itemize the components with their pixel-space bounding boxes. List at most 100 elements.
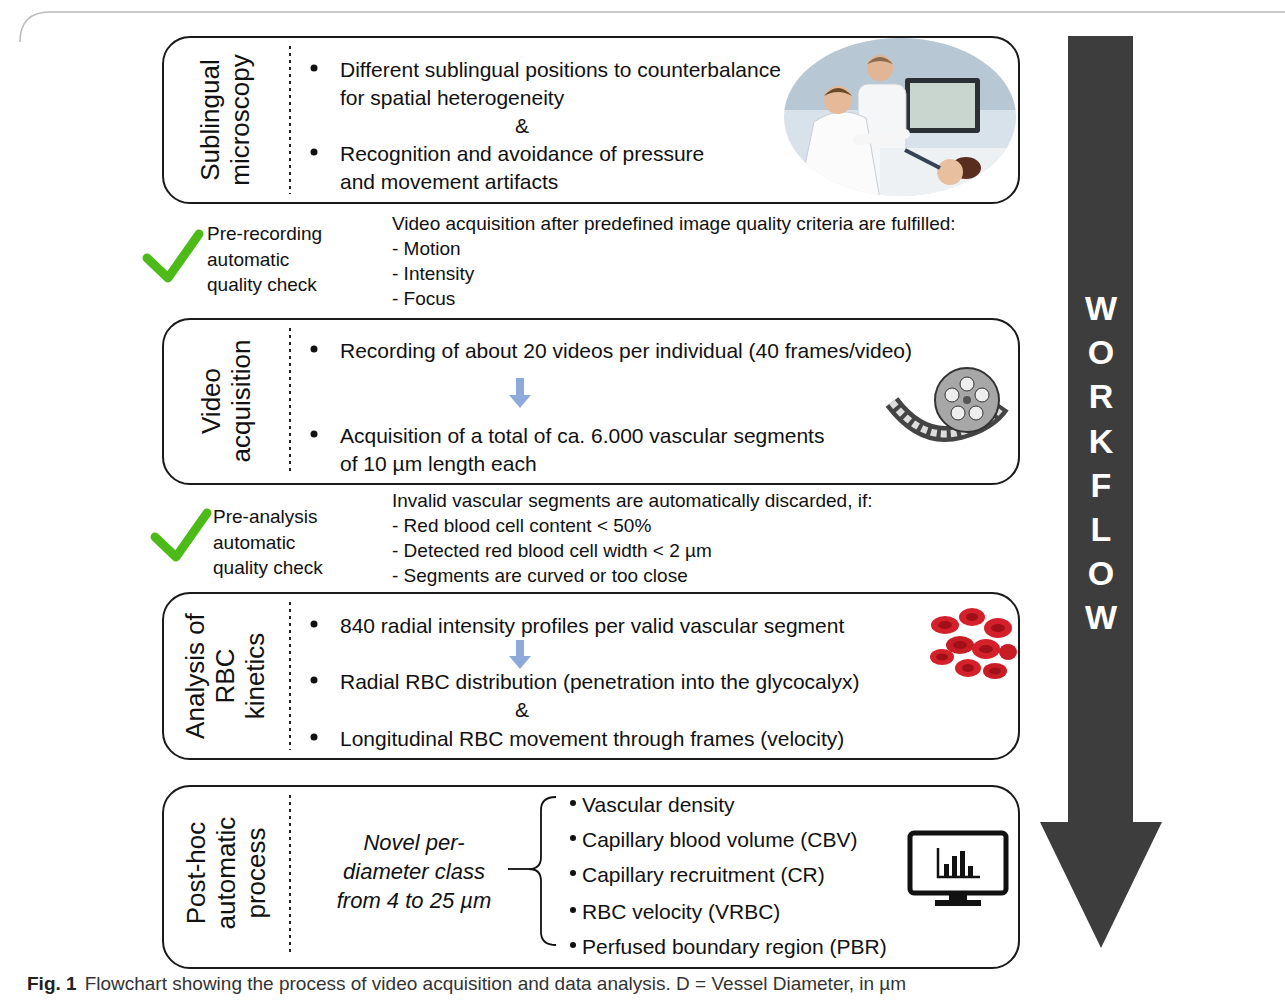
bullet xyxy=(311,734,318,741)
clinic-photo xyxy=(784,38,1020,200)
rbc-center xyxy=(979,645,993,653)
bullet-text: 840 radial intensity profiles per valid … xyxy=(340,612,960,640)
monitor-stand xyxy=(949,893,967,901)
rbc-center xyxy=(938,621,952,629)
bullet xyxy=(311,431,318,438)
box-heading: Sublingual microscopy xyxy=(164,46,288,194)
bullet xyxy=(570,835,576,841)
dashed-separator xyxy=(289,46,291,194)
figure-number: Fig. 1 xyxy=(27,971,77,996)
bullet xyxy=(311,149,318,156)
brace xyxy=(529,797,556,945)
criteria-item: - Motion xyxy=(392,236,792,261)
box-heading: Analysis of RBC kinetics xyxy=(164,602,288,750)
check-label: Pre-recording automatic quality check xyxy=(207,221,347,298)
bullet-text: Vascular density xyxy=(582,791,1012,819)
chart-axes xyxy=(938,848,980,877)
brace-leader xyxy=(508,868,529,870)
criteria-title: Video acquisition after predefined image… xyxy=(392,211,1052,236)
process-box: Video acquisition Recording of about 20 v… xyxy=(162,318,1020,485)
ampersand: & xyxy=(502,112,542,140)
bullet xyxy=(311,65,318,72)
bullet-text: Capillary recruitment (CR) xyxy=(582,861,1012,889)
rbc-center xyxy=(962,664,974,672)
photo-monitor xyxy=(905,78,980,133)
caption: Flowchart showing the process of video a… xyxy=(85,971,907,996)
film-reel xyxy=(892,368,1002,434)
doctor-coat xyxy=(798,112,880,199)
bullet-text: Perfused boundary region (PBR) xyxy=(582,933,1012,961)
bullet xyxy=(570,907,576,913)
rbc-center xyxy=(966,613,978,621)
reel-hole xyxy=(975,388,989,402)
reel-hole xyxy=(969,406,983,420)
red-blood-cells xyxy=(930,608,1017,679)
doctor-head xyxy=(867,55,893,81)
arrow-head xyxy=(509,656,531,669)
bullet xyxy=(570,800,576,806)
bullet-text: Capillary blood volume (CBV) xyxy=(582,826,1012,854)
dashed-separators xyxy=(289,46,291,952)
box-heading: Post-hoc automatic process xyxy=(164,795,288,952)
chart-bar xyxy=(952,856,957,876)
bullet-text: Radial RBC distribution (penetration int… xyxy=(340,668,960,696)
workflow-word: WORKFLOW xyxy=(1084,286,1118,640)
rbc xyxy=(983,663,1007,679)
caption-row: Fig. 1 Flowchart showing the process of v… xyxy=(27,971,906,996)
rbc xyxy=(972,639,1000,659)
check-mark xyxy=(147,234,199,278)
patient-face xyxy=(937,159,963,185)
monitor-screen xyxy=(910,833,1006,893)
reel-hole xyxy=(945,388,959,402)
check-label: Pre-analysis automatic quality check xyxy=(213,504,353,581)
doctor-hair xyxy=(867,57,893,64)
ampersand: & xyxy=(502,696,542,724)
reel-hole xyxy=(951,406,965,420)
rbc xyxy=(930,649,954,665)
process-box: Sublingual microscopyDifferent sublingua… xyxy=(162,36,1020,204)
process-box: Post-hoc automatic process Novel per-diam… xyxy=(162,785,1020,969)
bullet-text: Longitudinal RBC movement through frames… xyxy=(340,725,960,753)
rbc-center xyxy=(953,641,967,649)
criteria-item: - Focus xyxy=(392,286,792,311)
bed-sheet xyxy=(880,148,1020,200)
bullet-text: RBC velocity (VRBC) xyxy=(582,898,1012,926)
check-mark xyxy=(155,513,207,557)
doctor-hair xyxy=(824,88,852,96)
dashed-separator xyxy=(289,795,291,952)
arrow-head xyxy=(509,395,531,408)
bullet xyxy=(311,677,318,684)
chart-bar xyxy=(944,864,949,876)
process-box: Analysis of RBC kinetics 840 radial inten… xyxy=(162,592,1020,760)
rbc xyxy=(999,644,1017,660)
photo-monitor-screen xyxy=(910,83,975,128)
arrow-shape xyxy=(1040,36,1162,948)
criteria-item: - Red blood cell content < 50% xyxy=(392,513,952,538)
box-heading: Video acquisition xyxy=(164,328,288,475)
class-note: Novel per-diameter class from 4 to 25 µm xyxy=(321,828,507,915)
chart-bar xyxy=(960,851,965,876)
rbc-center xyxy=(991,624,1005,632)
monitor-base xyxy=(935,900,981,906)
criteria-title: Invalid vascular segments are automatica… xyxy=(392,488,1052,513)
bullet-text: Acquisition of a total of ca. 6.000 vasc… xyxy=(340,422,840,478)
dashed-separator xyxy=(289,602,291,750)
bullet-text: Recording of about 20 videos per individ… xyxy=(340,337,1010,365)
rbc xyxy=(959,608,985,626)
chart-bar xyxy=(968,866,973,876)
workflow-arrow: WORKFLOW xyxy=(1040,36,1162,948)
doctor-arm xyxy=(858,134,905,140)
rbc xyxy=(955,659,981,677)
probe xyxy=(905,150,940,168)
criteria-item: - Intensity xyxy=(392,261,792,286)
bullet xyxy=(570,942,576,948)
monitor-icon xyxy=(910,833,1006,906)
arrow-shaft xyxy=(516,378,524,396)
bullet xyxy=(311,346,318,353)
criteria-item: - Segments are curved or too close xyxy=(392,563,952,588)
rbc-center xyxy=(989,668,1001,675)
bullet-text: Recognition and avoidance of pressure an… xyxy=(340,140,720,196)
rbc xyxy=(931,616,959,634)
bullet xyxy=(570,870,576,876)
